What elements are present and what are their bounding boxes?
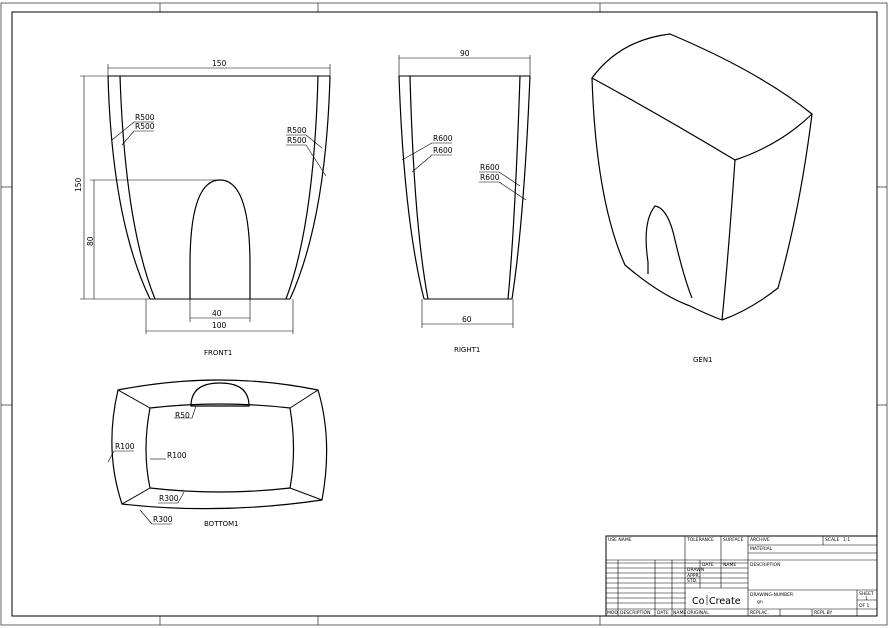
iso-view-caption: GEN1 — [693, 356, 713, 364]
right-view-caption: RIGHT1 — [454, 346, 480, 354]
tb-tolerance: TOLERANCE — [686, 537, 714, 543]
tb-use-name: USE NAME — [608, 537, 632, 543]
bottom-radius-inner-side: R100 — [167, 451, 187, 460]
tb-name: NAME — [723, 562, 736, 568]
logo-left: Co — [692, 596, 705, 607]
tb-material: MATERIAL — [750, 546, 773, 552]
right-dim-base: 60 — [462, 315, 472, 324]
tb-description: DESCRIPTION — [750, 562, 780, 568]
front-dim-arch-height: 80 — [86, 236, 95, 246]
tb-drawing-number: DRAWING-NUMBER — [750, 592, 793, 598]
front-view-caption: FRONT1 — [204, 349, 232, 357]
tb-scale-value: 1:1 — [843, 537, 850, 543]
tb-replaced-by: REPL.BY — [814, 610, 832, 616]
tb-mod-description: DESCRIPTION — [620, 610, 650, 616]
front-radius-1: R500 — [135, 113, 155, 122]
tb-drawn: DRAWN — [687, 567, 704, 573]
tb-of: OF 1 — [859, 603, 870, 609]
tb-archive: ARCHIVE — [750, 537, 770, 543]
tb-appr: APPR. — [687, 573, 700, 579]
right-dim-top: 90 — [460, 49, 470, 58]
bottom-radius-outer-front: R300 — [153, 515, 173, 524]
bottom-view-caption: BOTTOM1 — [204, 520, 239, 528]
tb-scale: SCALE — [825, 537, 840, 543]
tb-drawing-number-value: gn — [757, 600, 763, 605]
logo-right: Create — [709, 596, 741, 607]
tb-mod: MOD — [607, 610, 618, 616]
front-radius-3: R500 — [287, 126, 307, 135]
right-radius-2: R600 — [433, 146, 453, 155]
right-radius-1: R600 — [433, 134, 453, 143]
iso-view: GEN1 — [591, 33, 813, 364]
company-logo: Co Create — [692, 595, 741, 607]
tb-date: DATE — [702, 562, 714, 568]
right-radius-3: R600 — [480, 163, 500, 172]
right-view: 90 60 R600 R600 R600 R600 RIGHT1 — [398, 49, 531, 354]
tb-mod-name: NAME — [673, 610, 686, 616]
front-dim-arch-width: 40 — [212, 309, 222, 318]
title-block: USE NAME TOLERANCE SURFACE ARCHIVE SCALE… — [605, 535, 878, 617]
front-dim-top: 150 — [212, 59, 227, 68]
front-dim-height: 150 — [74, 177, 83, 192]
front-radius-2: R500 — [135, 122, 155, 131]
tb-std: STD. — [687, 578, 698, 584]
right-radius-4: R600 — [480, 173, 500, 182]
bottom-radius-outer-side: R100 — [115, 442, 135, 451]
tb-sheet: SHEET — [859, 591, 874, 597]
tb-surface: SURFACE — [723, 537, 744, 543]
bottom-radius-notch: R50 — [175, 411, 190, 420]
tb-original: ORIGINAL — [687, 610, 709, 616]
tb-sheet-value: 1 — [865, 596, 868, 602]
tb-mod-date: DATE — [657, 610, 669, 616]
bottom-view: R50 R100 R100 R300 R300 BOTTOM1 — [107, 379, 328, 528]
tb-replacement: REPLAC. — [750, 610, 769, 616]
front-radius-4: R500 — [287, 136, 307, 145]
front-view: 150 150 80 40 100 R500 R500 R500 R500 FR… — [74, 59, 331, 357]
bottom-radius-inner-front: R300 — [159, 494, 179, 503]
front-dim-base: 100 — [212, 321, 227, 330]
